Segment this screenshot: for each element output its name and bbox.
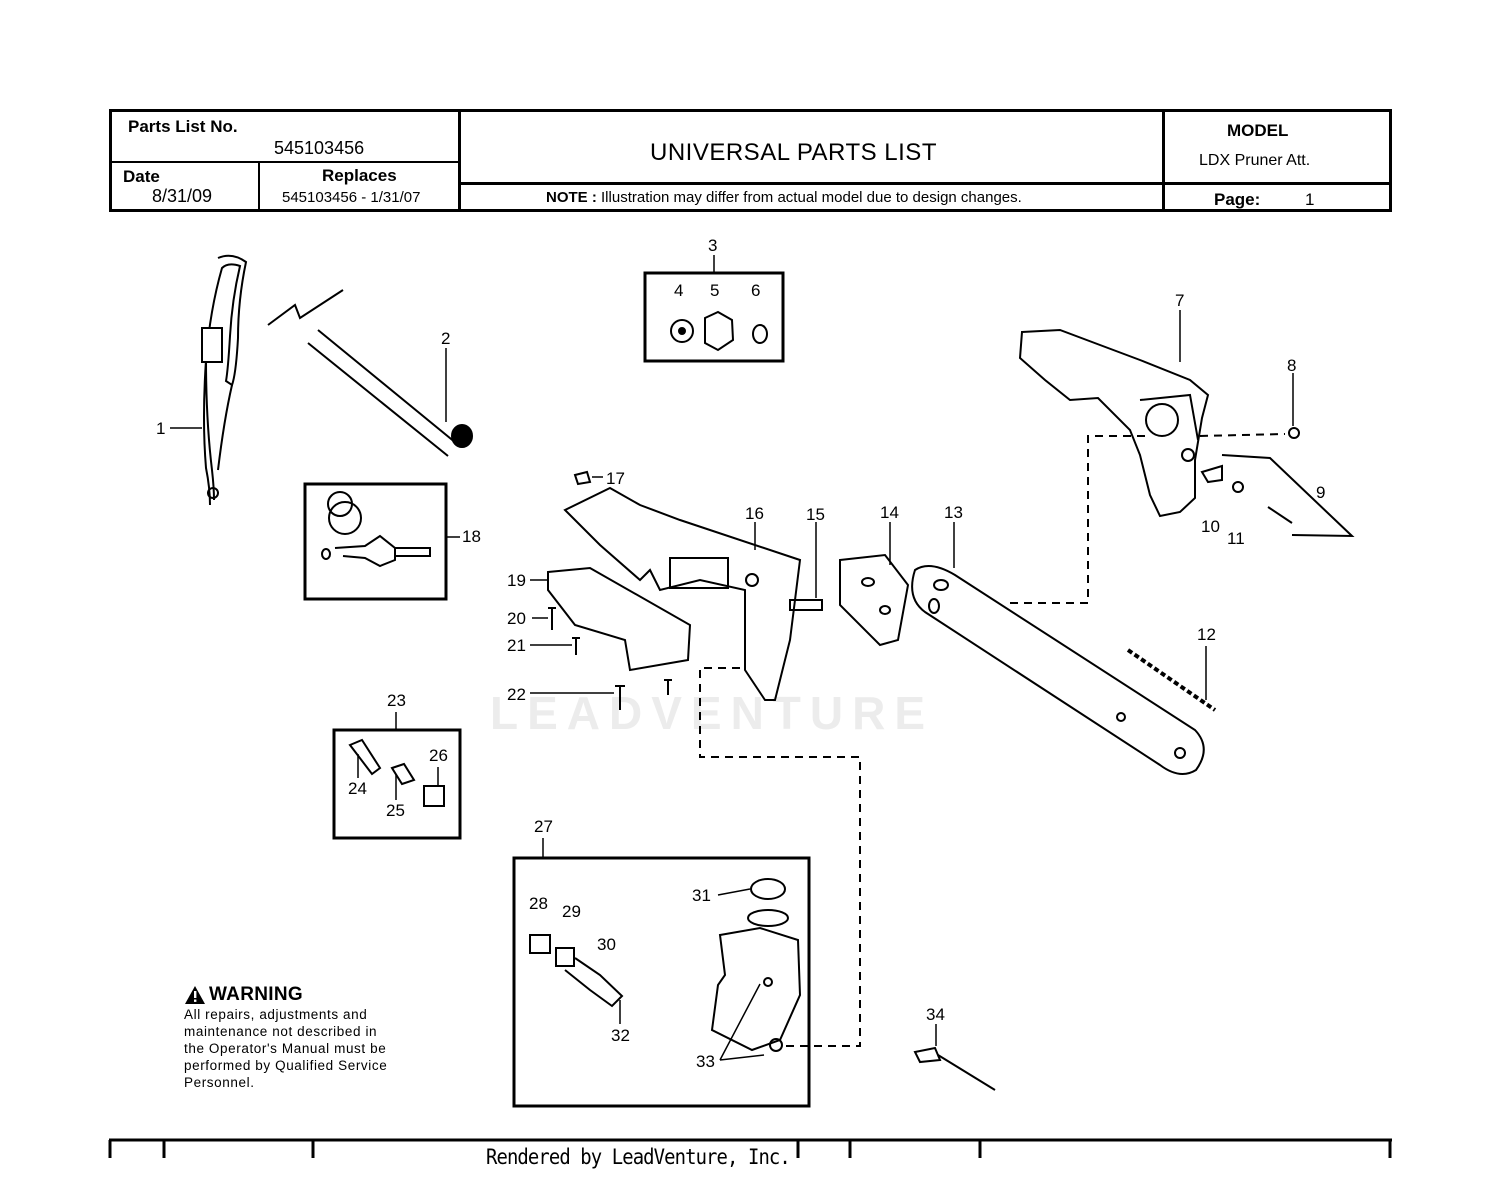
callout-4: 4 — [674, 281, 683, 300]
parts-list-label: Parts List No. — [128, 117, 238, 136]
part-1-shoulder-strap — [201, 254, 248, 506]
warning-title: WARNING — [209, 984, 303, 1005]
callout-8: 8 — [1287, 356, 1296, 375]
box-27-oil-tank-kit — [512, 856, 811, 1108]
warning-line: the Operator's Manual must be — [184, 1041, 387, 1056]
callout-9: 9 — [1316, 483, 1325, 502]
callout-28: 28 — [529, 894, 548, 913]
watermark: LEADVENTURE — [490, 687, 935, 739]
callout-18: 18 — [462, 527, 481, 546]
part-16-bar-cover — [563, 486, 802, 701]
callout-30: 30 — [597, 935, 616, 954]
model-value: LDX Pruner Att. — [1199, 152, 1311, 169]
callout-1: 1 — [156, 419, 165, 438]
replaces-label: Replaces — [322, 166, 397, 185]
callout-12: 12 — [1197, 625, 1216, 644]
part-2-drive-shaft — [267, 289, 473, 457]
part-14-bar-plate — [839, 553, 910, 647]
parts-list-number: 545103456 — [274, 138, 365, 158]
callout-32: 32 — [611, 1026, 630, 1045]
warning-triangle-icon — [185, 986, 205, 1004]
part-19-lower-housing — [547, 566, 692, 672]
callout-15: 15 — [806, 505, 825, 524]
model-label: MODEL — [1227, 121, 1289, 140]
box-23-oiler-kit — [332, 728, 462, 840]
callout-2: 2 — [441, 329, 450, 348]
callout-34: 34 — [926, 1005, 945, 1024]
callout-26: 26 — [429, 746, 448, 765]
callout-6: 6 — [751, 281, 760, 300]
callout-3: 3 — [708, 236, 717, 255]
part-7-gear-housing — [1018, 328, 1210, 518]
warning-notice: WARNING All repairs, adjustments and mai… — [184, 984, 424, 1091]
document-title: UNIVERSAL PARTS LIST — [650, 139, 937, 166]
callout-23: 23 — [387, 691, 406, 710]
date-label: Date — [123, 167, 160, 186]
callouts: 1 2 3 4 5 6 7 8 9 10 11 12 13 14 15 16 1… — [156, 236, 1325, 1071]
callout-19: 19 — [507, 571, 526, 590]
callout-14: 14 — [880, 503, 899, 522]
callout-22: 22 — [507, 685, 526, 704]
warning-body: All repairs, adjustments and maintenance… — [184, 1006, 424, 1091]
part-12-saw-chain — [1126, 648, 1217, 712]
note-label: NOTE : — [546, 189, 597, 206]
replaces-value: 545103456 - 1/31/07 — [282, 189, 421, 206]
box-18-gear-kit — [303, 482, 448, 601]
callout-29: 29 — [562, 902, 581, 921]
callout-20: 20 — [507, 609, 526, 628]
warning-line: performed by Qualified Service — [184, 1058, 388, 1073]
page-label: Page: — [1214, 190, 1261, 209]
title-block: Parts List No. 545103456 Date 8/31/09 Re… — [109, 109, 1392, 212]
warning-line: maintenance not described in — [184, 1024, 378, 1039]
callout-16: 16 — [745, 504, 764, 523]
page-value: 1 — [1305, 190, 1315, 209]
callout-7: 7 — [1175, 291, 1184, 310]
warning-line: All repairs, adjustments and — [184, 1007, 368, 1022]
footer-credit: Rendered by LeadVenture, Inc. — [486, 1145, 791, 1169]
callout-5: 5 — [710, 281, 719, 300]
callout-21: 21 — [507, 636, 526, 655]
part-13-guide-bar — [911, 565, 1205, 775]
note-text: Illustration may differ from actual mode… — [601, 189, 1022, 206]
note-line: NOTE : Illustration may differ from actu… — [546, 189, 1022, 206]
callout-10: 10 — [1201, 517, 1220, 536]
callout-24: 24 — [348, 779, 367, 798]
callout-17: 17 — [606, 469, 625, 488]
callout-27: 27 — [534, 817, 553, 836]
callout-11: 11 — [1227, 529, 1245, 548]
callout-25: 25 — [386, 801, 405, 820]
callout-33: 33 — [696, 1052, 715, 1071]
warning-line: Personnel. — [184, 1075, 255, 1090]
date-value: 8/31/09 — [152, 186, 213, 206]
callout-13: 13 — [944, 503, 963, 522]
callout-31: 31 — [692, 886, 711, 905]
part-33-oil-tank — [710, 926, 802, 1052]
